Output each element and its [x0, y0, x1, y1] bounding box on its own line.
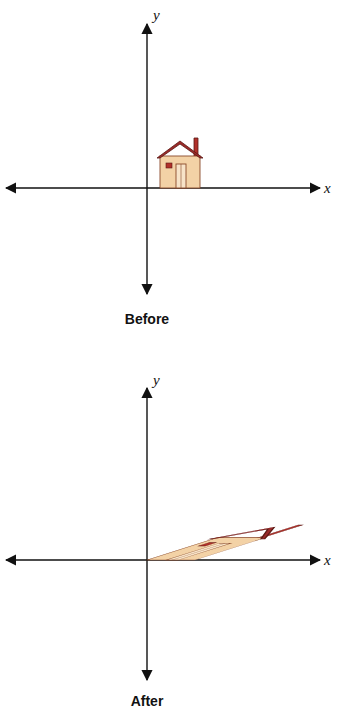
caption-label: Before [125, 312, 169, 326]
axis-label: y [153, 373, 160, 388]
house-after [143, 525, 308, 560]
axis-label: x [324, 553, 331, 568]
house-before [157, 138, 203, 188]
caption-label: After [131, 694, 164, 708]
axis-label: y [153, 8, 160, 23]
axis-label: x [324, 181, 331, 196]
y-axis [146, 24, 147, 294]
y-axis [146, 388, 147, 680]
